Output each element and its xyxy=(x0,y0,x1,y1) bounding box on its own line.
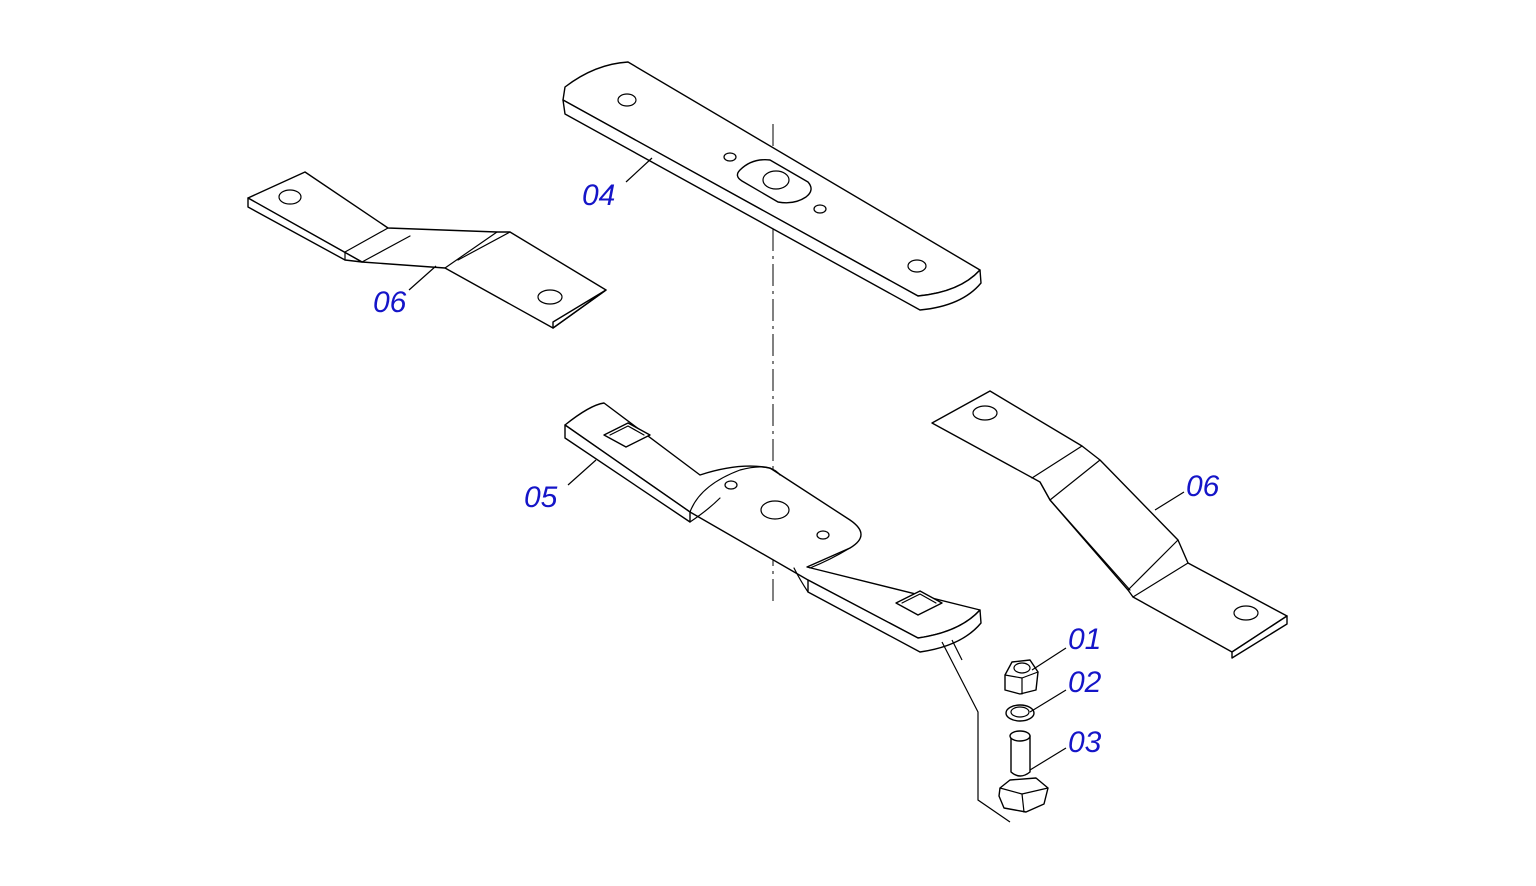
leader-06-left xyxy=(408,265,437,291)
part-06-right-blade xyxy=(931,390,1288,659)
part-05-lower-bar xyxy=(564,402,982,653)
part-06-left-blade xyxy=(247,171,607,329)
assembly-line-2 xyxy=(951,639,963,661)
part-03-bolt xyxy=(998,730,1049,813)
callout-04: 04 xyxy=(582,179,615,212)
leader-03 xyxy=(1029,747,1067,771)
leader-05 xyxy=(567,459,597,486)
leader-01 xyxy=(1031,647,1067,671)
part-01-nut xyxy=(1004,659,1039,695)
callout-02: 02 xyxy=(1068,666,1102,699)
callout-06-right: 06 xyxy=(1186,470,1220,503)
callout-05: 05 xyxy=(524,481,558,514)
leader-06-right xyxy=(1154,491,1185,511)
assembly-line xyxy=(941,641,1011,823)
part-04-upper-bar xyxy=(562,61,982,311)
leader-04 xyxy=(625,157,653,183)
leader-02 xyxy=(1029,689,1067,713)
callout-01: 01 xyxy=(1068,623,1101,656)
callout-03: 03 xyxy=(1068,726,1102,759)
part-02-washer xyxy=(1005,704,1035,722)
callout-06-left: 06 xyxy=(373,286,407,319)
